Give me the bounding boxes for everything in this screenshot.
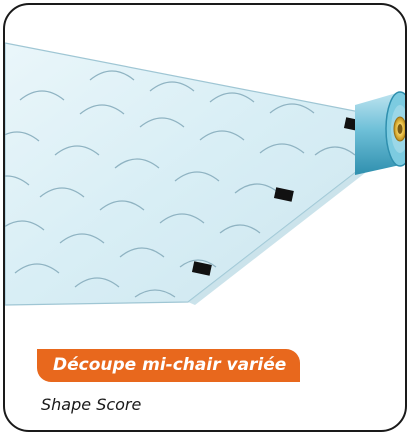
label-roll — [355, 92, 407, 175]
product-card: Découpe mi-chair variée Shape Score — [3, 3, 407, 432]
product-subtitle: Shape Score — [41, 395, 141, 415]
label-roll-illustration — [5, 5, 407, 340]
cut-type-badge: Découpe mi-chair variée — [37, 349, 300, 382]
